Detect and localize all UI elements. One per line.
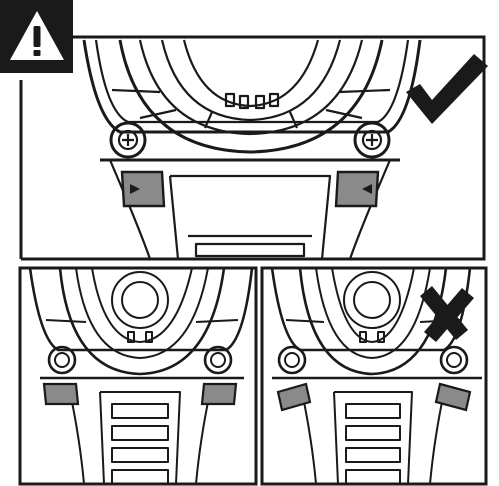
mode-slider-left [276,382,312,412]
check-mark-icon [406,54,488,124]
panel-incorrect-right [260,266,488,486]
warning-badge [0,0,73,73]
mode-slider-right [200,382,238,406]
cross-mark-icon [420,286,474,342]
mode-slider-left [42,382,80,406]
mode-slider-right [434,382,472,412]
panel-incorrect-left [18,266,258,486]
mode-slider-left [120,170,166,208]
mode-slider-right [334,170,380,208]
panel-correct [19,35,488,261]
